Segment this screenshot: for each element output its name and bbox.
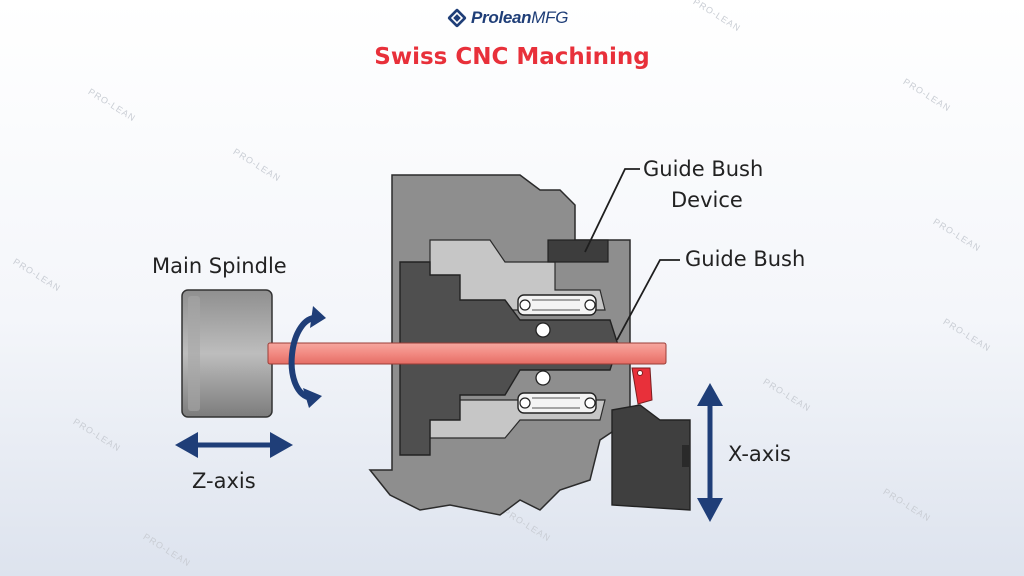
guide-bush-device [547, 239, 609, 263]
page-title: Swiss CNC Machining [374, 44, 650, 70]
prolean-logo-icon [447, 8, 467, 28]
bar-stock [267, 342, 667, 365]
label-z-axis: Z-axis [192, 469, 256, 493]
label-x-axis: X-axis [728, 442, 791, 466]
z-axis-arrow-icon [175, 432, 293, 458]
x-axis-arrow-icon [697, 383, 723, 522]
lower-bearing [517, 370, 597, 414]
label-guide-bush: Guide Bush [685, 247, 806, 271]
brand-name: ProleanMFG [471, 8, 569, 27]
label-guide-bush-device-line2: Device [671, 188, 743, 212]
cutting-tool [631, 367, 653, 405]
tool-holder [611, 404, 691, 511]
leader-guide-bush-device [584, 168, 640, 253]
rotation-arrow-icon [288, 306, 326, 408]
label-main-spindle: Main Spindle [152, 254, 287, 278]
brand-header: ProleanMFG [447, 8, 568, 28]
leader-guide-bush [616, 259, 680, 341]
upper-bearing [517, 294, 597, 338]
main-spindle [181, 289, 273, 418]
label-guide-bush-device-line1: Guide Bush [643, 157, 764, 181]
